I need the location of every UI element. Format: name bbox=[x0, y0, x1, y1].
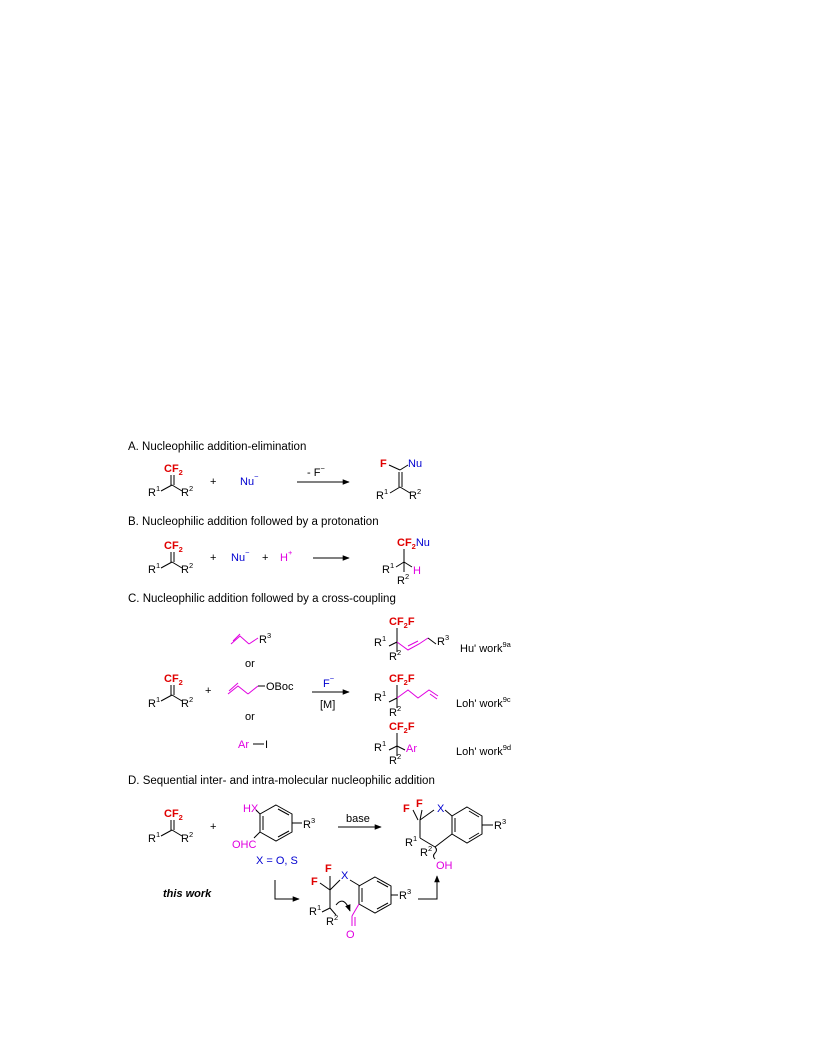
a-reactant-difluoroalkene: CF2 R1 R2 bbox=[148, 463, 193, 499]
c-arrow-metal: [M] bbox=[320, 699, 335, 711]
svg-text:OBoc: OBoc bbox=[266, 681, 294, 693]
c-arrow-fluoride: F− bbox=[323, 674, 335, 690]
svg-text:R1: R1 bbox=[309, 903, 321, 918]
c-ref-hu: Hu' work9a bbox=[460, 640, 512, 655]
c-or-1: or bbox=[245, 658, 255, 670]
svg-text:R2: R2 bbox=[389, 648, 401, 663]
svg-text:I: I bbox=[265, 739, 268, 751]
d-reactant-difluoroalkene: CF2 R1 R2 bbox=[148, 808, 193, 845]
d-intermediate: F F X R1 R2 R3 O bbox=[309, 863, 411, 941]
svg-text:R2: R2 bbox=[181, 695, 193, 710]
c-reactant-difluoroalkene: CF2 R1 R2 bbox=[148, 673, 193, 710]
svg-text:Ar: Ar bbox=[406, 743, 417, 755]
svg-text:CF2: CF2 bbox=[164, 808, 183, 822]
svg-text:F: F bbox=[380, 458, 387, 470]
svg-text:R3: R3 bbox=[303, 816, 315, 831]
c-product-allylation: CF2F R1 R2 bbox=[374, 673, 439, 719]
svg-text:R2: R2 bbox=[181, 561, 193, 576]
c-product-allylation-alkene: CF2F R1 R2 R3 bbox=[374, 616, 449, 663]
svg-text:CF2: CF2 bbox=[164, 540, 183, 554]
d-reagent-salicylaldehyde: HX R3 OHC bbox=[232, 803, 315, 851]
this-work-label: this work bbox=[163, 888, 212, 900]
svg-text:R1: R1 bbox=[374, 739, 386, 754]
c-ref-loh-2: Loh' work9d bbox=[456, 743, 511, 758]
svg-text:H: H bbox=[413, 565, 421, 577]
svg-text:R1: R1 bbox=[382, 561, 394, 576]
svg-text:Ar: Ar bbox=[238, 739, 249, 751]
svg-text:OHC: OHC bbox=[232, 839, 257, 851]
svg-text:R2: R2 bbox=[181, 830, 193, 845]
svg-text:F: F bbox=[311, 876, 318, 888]
svg-text:R1: R1 bbox=[148, 695, 160, 710]
svg-text:F: F bbox=[325, 863, 332, 875]
svg-text:CF2F: CF2F bbox=[389, 673, 415, 687]
b-plus-1: + bbox=[210, 552, 216, 564]
svg-text:R2: R2 bbox=[420, 844, 432, 859]
svg-text:CF2F: CF2F bbox=[389, 616, 415, 630]
section-d-title: D. Sequential inter- and intra-molecular… bbox=[128, 775, 435, 787]
c-reagent-alkene: R3 bbox=[230, 631, 271, 646]
svg-text:O: O bbox=[346, 929, 355, 941]
svg-text:HX: HX bbox=[243, 803, 259, 815]
svg-text:R2: R2 bbox=[181, 484, 193, 499]
d-curved-arrow bbox=[335, 900, 351, 912]
section-c-title: C. Nucleophilic addition followed by a c… bbox=[128, 593, 396, 605]
svg-text:CF2F: CF2F bbox=[389, 721, 415, 735]
c-or-2: or bbox=[245, 711, 255, 723]
d-bent-arrow-in bbox=[274, 880, 300, 902]
svg-text:R3: R3 bbox=[437, 633, 449, 648]
svg-text:R3: R3 bbox=[494, 817, 506, 832]
svg-text:X: X bbox=[437, 803, 445, 815]
c-ref-loh-1: Loh' work9c bbox=[456, 695, 511, 710]
svg-text:CF2Nu: CF2Nu bbox=[397, 537, 430, 551]
d-bent-arrow-out bbox=[418, 875, 440, 900]
svg-text:R1: R1 bbox=[374, 634, 386, 649]
section-c: C. Nucleophilic addition followed by a c… bbox=[128, 593, 512, 767]
section-a-title: A. Nucleophilic addition-elimination bbox=[128, 441, 306, 453]
svg-text:R3: R3 bbox=[399, 887, 411, 902]
svg-text:R1: R1 bbox=[148, 830, 160, 845]
section-d: D. Sequential inter- and intra-molecular… bbox=[128, 775, 506, 941]
c-reagent-allyl-boc: OBoc bbox=[227, 681, 294, 695]
svg-text:R2: R2 bbox=[389, 752, 401, 767]
section-a: A. Nucleophilic addition-elimination CF2… bbox=[128, 441, 422, 502]
d-product-chromanol: F F X R3 R1 R2 OH bbox=[403, 798, 506, 872]
b-reactant-difluoroalkene: CF2 R1 R2 bbox=[148, 540, 193, 576]
svg-text:Nu: Nu bbox=[408, 458, 422, 470]
d-x-definition: X = O, S bbox=[256, 855, 298, 867]
section-b-title: B. Nucleophilic addition followed by a p… bbox=[128, 516, 379, 528]
b-product: CF2Nu R1 R2 H bbox=[382, 537, 430, 587]
svg-text:OH: OH bbox=[436, 860, 453, 872]
svg-text:R3: R3 bbox=[259, 631, 271, 646]
d-plus: + bbox=[210, 821, 216, 833]
c-plus: + bbox=[205, 685, 211, 697]
svg-text:X: X bbox=[341, 870, 349, 882]
svg-text:F: F bbox=[416, 798, 423, 810]
svg-text:R1: R1 bbox=[376, 487, 388, 502]
c-product-arylation: CF2F R1 R2 Ar bbox=[374, 721, 417, 767]
b-proton: H+ bbox=[280, 548, 293, 564]
svg-text:R2: R2 bbox=[326, 913, 338, 928]
svg-text:R1: R1 bbox=[374, 689, 386, 704]
a-plus: + bbox=[210, 476, 216, 488]
svg-text:CF2: CF2 bbox=[164, 463, 183, 477]
svg-text:R1: R1 bbox=[148, 561, 160, 576]
b-nucleophile: Nu− bbox=[231, 548, 250, 564]
section-b: B. Nucleophilic addition followed by a p… bbox=[128, 516, 430, 587]
a-nucleophile: Nu− bbox=[240, 472, 259, 488]
svg-text:R1: R1 bbox=[405, 834, 417, 849]
d-arrow-label: base bbox=[346, 813, 370, 825]
c-reagent-aryl-iodide: Ar I bbox=[238, 739, 268, 751]
svg-text:R2: R2 bbox=[409, 487, 421, 502]
b-plus-2: + bbox=[262, 552, 268, 564]
svg-text:R2: R2 bbox=[389, 704, 401, 719]
a-product-monofluoroalkene: F Nu R1 R2 bbox=[376, 458, 422, 502]
svg-text:R1: R1 bbox=[148, 484, 160, 499]
svg-text:F: F bbox=[403, 803, 410, 815]
svg-text:R2: R2 bbox=[397, 572, 409, 587]
a-arrow-label: - F− bbox=[307, 464, 325, 479]
svg-text:CF2: CF2 bbox=[164, 673, 183, 687]
